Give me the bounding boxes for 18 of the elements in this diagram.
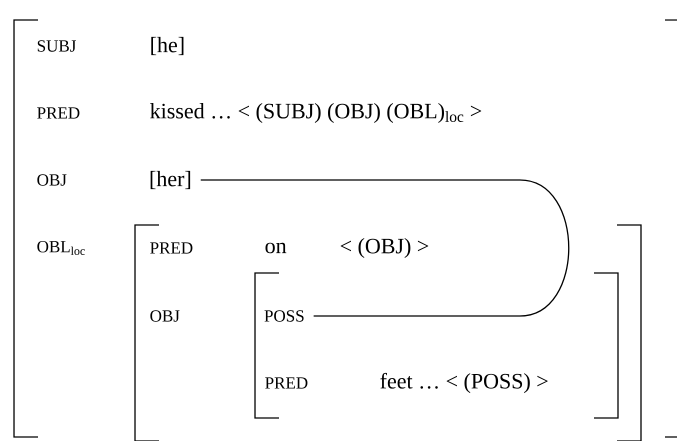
- attribute-value: feet … < (POSS) >: [380, 372, 548, 394]
- attribute-value: < (OBJ) >: [340, 238, 428, 258]
- attribute-name: PRED: [150, 242, 192, 254]
- attribute-value: POSS: [264, 310, 304, 322]
- attribute-name: PRED: [37, 107, 80, 119]
- attribute-value-matrix: [254, 272, 619, 419]
- attribute-value: on: [266, 242, 286, 254]
- attribute-value: [he]: [151, 36, 184, 56]
- attribute-value-matrix: [13, 19, 677, 438]
- attribute-value: kissed … < (SUBJ) (OBJ) (OBL)$_{loc}$ >: [150, 103, 482, 123]
- attribute-name: PRED: [265, 377, 308, 389]
- attribute-value-matrix: [134, 224, 642, 441]
- structure-sharing-line: [200, 179, 570, 317]
- attribute-name: OBJ: [37, 174, 67, 186]
- attribute-name: SUBJ: [38, 40, 76, 52]
- attribute-value: [her]: [150, 170, 190, 190]
- attribute-name: OBJ: [150, 310, 180, 322]
- attribute-name: OBL$_{loc}$: [37, 241, 85, 255]
